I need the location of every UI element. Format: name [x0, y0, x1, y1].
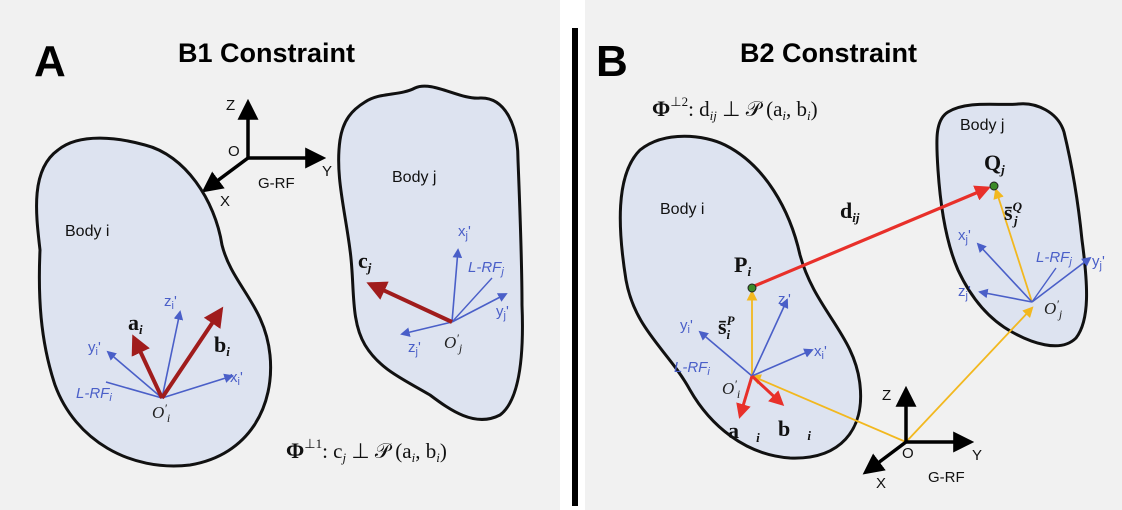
origin-i-label-a: O′i	[152, 401, 170, 425]
local-li-axis-a	[105, 381, 163, 399]
origin-i-label-b: O′i	[722, 377, 740, 401]
local-yj-axis-b	[1031, 256, 1092, 303]
point-p-i-label-b: Pi	[734, 252, 751, 279]
panel-a: A B1 Constraint Z O Y X G-RF Body i Body…	[0, 0, 560, 510]
local-zi-label-a: zi'	[164, 293, 177, 312]
body-j-label-a: Body j	[392, 169, 436, 186]
origin-j-label-b: O′j	[1044, 297, 1063, 321]
local-zi-label-b: zi'	[778, 291, 791, 310]
local-yi-axis-a	[106, 350, 163, 399]
local-yj-label-a: yj'	[496, 303, 509, 322]
local-frame-j-name-a: L-RFj	[468, 259, 504, 278]
point-p-i-b	[747, 283, 757, 293]
body-i-shape-a	[35, 136, 273, 468]
local-frame-i-b: zi' yi' xi' L-RFi O′i	[674, 291, 827, 401]
local-yj-axis-a	[451, 293, 508, 323]
global-x-label-b: X	[876, 475, 886, 492]
formula-a: Φ⊥1: cj ⊥ 𝒫 (ai, bi)	[286, 436, 447, 465]
body-j-shape-b	[935, 102, 1089, 348]
local-lj-axis-b	[1031, 267, 1057, 303]
body-j-label-b: Body j	[960, 117, 1004, 134]
local-yj-label-b: yj'	[1092, 253, 1105, 272]
body-j-shape-a	[337, 84, 524, 421]
vector-d-ij-label-b: dij	[840, 198, 860, 225]
vector-c-j-a	[366, 281, 453, 324]
local-xj-label-a: xj'	[458, 223, 471, 242]
panel-b: B B2 Constraint Φ⊥2: dij ⊥ 𝒫 (ai, bi) Bo…	[585, 0, 1122, 510]
local-frame-j-name-b: L-RFj	[1036, 249, 1072, 268]
global-x-label-a: X	[220, 193, 230, 210]
vector-d-ij-b	[751, 185, 991, 289]
local-xj-axis-a	[451, 248, 463, 323]
vector-a-i-b	[736, 375, 754, 419]
local-xi-axis-b	[751, 348, 814, 377]
vector-a-i-label-a: ai	[128, 310, 143, 337]
local-zj-label-a: zj'	[408, 339, 421, 358]
vector-b-i-label-a: bi	[214, 332, 230, 359]
local-zi-axis-a	[161, 310, 184, 399]
global-z-label-b: Z	[882, 387, 891, 404]
local-yi-axis-b	[698, 330, 753, 377]
global-frame-a: Z O Y X G-RF	[201, 97, 332, 210]
vector-s-j-q-b	[993, 187, 1033, 303]
panel-divider	[572, 28, 578, 506]
formula-b: Φ⊥2: dij ⊥ 𝒫 (ai, bi)	[652, 94, 818, 123]
body-i-label-a: Body i	[65, 223, 109, 240]
local-frame-j-a: xj' L-RFj yj' zj' O′j	[400, 223, 509, 358]
local-zj-axis-b	[978, 288, 1033, 303]
local-yi-label-a: yi'	[88, 339, 101, 358]
local-frame-i-a: zi' yi' xi' L-RFi O′i	[76, 293, 243, 425]
point-q-j-label-b: Qj	[984, 150, 1005, 177]
local-yi-label-b: yi'	[680, 317, 693, 336]
global-frame-name-a: G-RF	[258, 175, 295, 192]
local-frame-i-name-a: L-RFi	[76, 385, 112, 404]
global-y-label-a: Y	[322, 163, 332, 180]
point-q-j-b	[989, 181, 999, 191]
vector-a-i-label-b: a⃗i	[728, 418, 760, 445]
vector-b-i-label-b: b⃗i	[778, 416, 811, 443]
panel-b-title: B2 Constraint	[740, 38, 917, 68]
panel-b-letter: B	[596, 37, 628, 86]
local-frame-j-b: xj' L-RFj yj' zj' O′j	[958, 227, 1105, 321]
local-xi-label-b: xi'	[814, 343, 827, 362]
global-y-label-b: Y	[972, 447, 982, 464]
local-zi-axis-b	[751, 298, 789, 377]
global-origin-label-a: O	[228, 143, 240, 160]
local-zj-axis-a	[400, 321, 453, 337]
vector-b-i-b	[750, 374, 785, 407]
vector-a-i-a	[131, 334, 164, 399]
global-frame-name-b: G-RF	[928, 469, 965, 486]
panel-a-title: B1 Constraint	[178, 38, 355, 68]
global-frame-b: Z O Y X G-RF	[862, 385, 982, 492]
vector-global-to-oj-b	[905, 306, 1034, 443]
local-xi-label-a: xi'	[230, 369, 243, 388]
origin-j-label-a: O′j	[444, 331, 463, 355]
global-x-axis-b	[862, 440, 908, 475]
global-x-axis-a	[201, 156, 250, 193]
global-z-label-a: Z	[226, 97, 235, 114]
local-xj-axis-b	[976, 242, 1033, 303]
local-xj-label-b: xj'	[958, 227, 971, 246]
vector-c-j-label-a: cj	[358, 248, 372, 275]
body-i-label-b: Body i	[660, 201, 704, 218]
vector-global-to-oi-b	[750, 374, 907, 443]
local-xi-axis-a	[161, 373, 234, 399]
local-lj-axis-a	[451, 277, 493, 323]
global-origin-label-b: O	[902, 445, 914, 462]
local-frame-i-name-b: L-RFi	[674, 359, 710, 378]
body-i-shape-b	[618, 134, 863, 460]
panel-a-letter: A	[34, 37, 66, 86]
vector-b-i-a	[160, 306, 224, 400]
local-zj-label-b: zj'	[958, 283, 971, 302]
